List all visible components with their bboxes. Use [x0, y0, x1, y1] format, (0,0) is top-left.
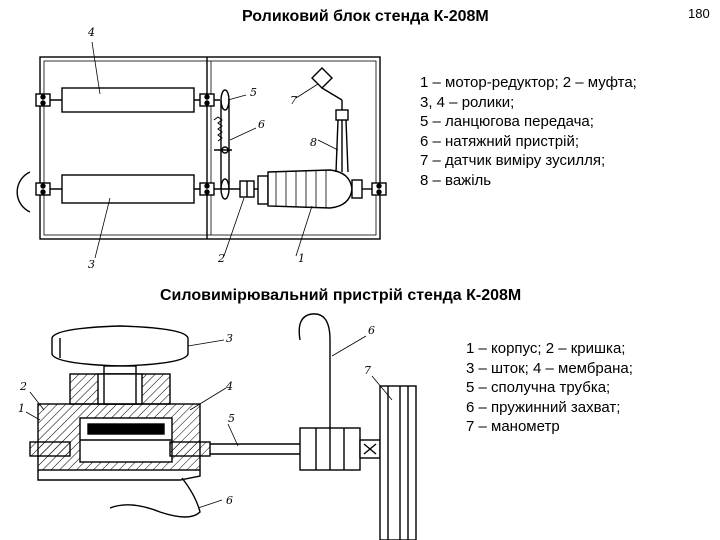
callout-5: 5	[228, 412, 235, 425]
legend-line: 8 – важіль	[420, 171, 492, 189]
force-device-diagram: 1 2 3 4 5 6 7 6	[18, 313, 417, 540]
legend-line: 7 – манометр	[466, 418, 560, 435]
legend-line: 7 – датчик виміру зусилля;	[420, 152, 606, 169]
callout-4: 4	[87, 26, 95, 39]
legend-line: 6 – натяжний пристрій;	[420, 132, 579, 150]
legend-line: 1 – корпус; 2 – кришка;	[466, 340, 626, 357]
callout-6b: 6	[226, 494, 233, 507]
legend-line: 3, 4 – ролики;	[420, 93, 515, 111]
callout-8: 8	[310, 136, 317, 149]
callout-4: 4	[225, 380, 233, 393]
callout-3: 3	[88, 258, 95, 271]
callout-2: 2	[19, 380, 27, 393]
callout-3: 3	[226, 332, 233, 345]
callout-7: 7	[364, 364, 371, 377]
roller-block-legend: 1 – мотор-редуктор; 2 – муфта; 3, 4 – ро…	[420, 73, 637, 190]
page-number: 180	[688, 6, 710, 21]
callout-7: 7	[290, 94, 297, 107]
force-device-legend: 1 – корпус; 2 – кришка; 3 – шток; 4 – ме…	[466, 339, 633, 437]
legend-line: 5 – сполучна трубка;	[466, 379, 611, 396]
roller-block-title: Роликовий блок стенда К-208М	[242, 8, 489, 25]
callout-6: 6	[258, 118, 265, 131]
legend-line: 1 – мотор-редуктор; 2 – муфта;	[420, 74, 637, 91]
callout-5: 5	[250, 86, 257, 99]
callout-6: 6	[368, 324, 375, 337]
legend-line: 5 – ланцюгова передача;	[420, 113, 594, 130]
callout-1: 1	[298, 252, 305, 265]
force-device-title: Силовимірювальний пристрій стенда К-208М	[160, 287, 522, 304]
callout-1: 1	[18, 402, 25, 415]
legend-line: 6 – пружинний захват;	[466, 398, 621, 416]
legend-line: 3 – шток; 4 – мембрана;	[466, 359, 633, 377]
callout-2: 2	[217, 252, 225, 265]
